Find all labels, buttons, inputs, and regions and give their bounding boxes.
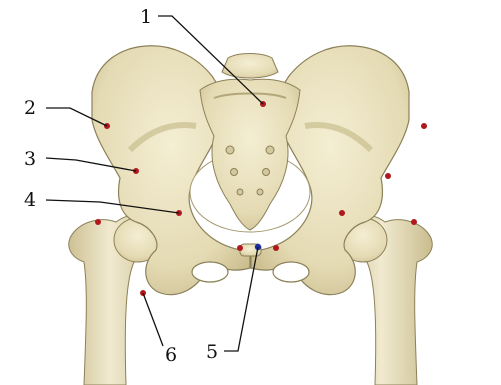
label-6: 6 <box>165 344 177 366</box>
label-2: 2 <box>24 97 36 119</box>
lumbar-vertebra <box>222 54 278 79</box>
landmark-dot-right-trochanter <box>411 219 417 225</box>
landmark-dot-right-iliac-crest <box>421 123 427 129</box>
landmark-dot-left-pubic <box>237 245 243 251</box>
right-femur <box>339 215 432 385</box>
landmark-dot-right-pubic <box>273 245 279 251</box>
label-1: 1 <box>140 6 152 28</box>
leader-line-6 <box>143 293 163 346</box>
landmark-dot-left-trochanter <box>95 219 101 225</box>
label-5: 5 <box>206 341 218 363</box>
left-femur <box>69 215 162 385</box>
landmark-dot-right-asis <box>385 173 391 179</box>
label-3: 3 <box>24 148 36 170</box>
landmark-dot-right-aiis <box>339 210 345 216</box>
label-4: 4 <box>24 189 36 211</box>
